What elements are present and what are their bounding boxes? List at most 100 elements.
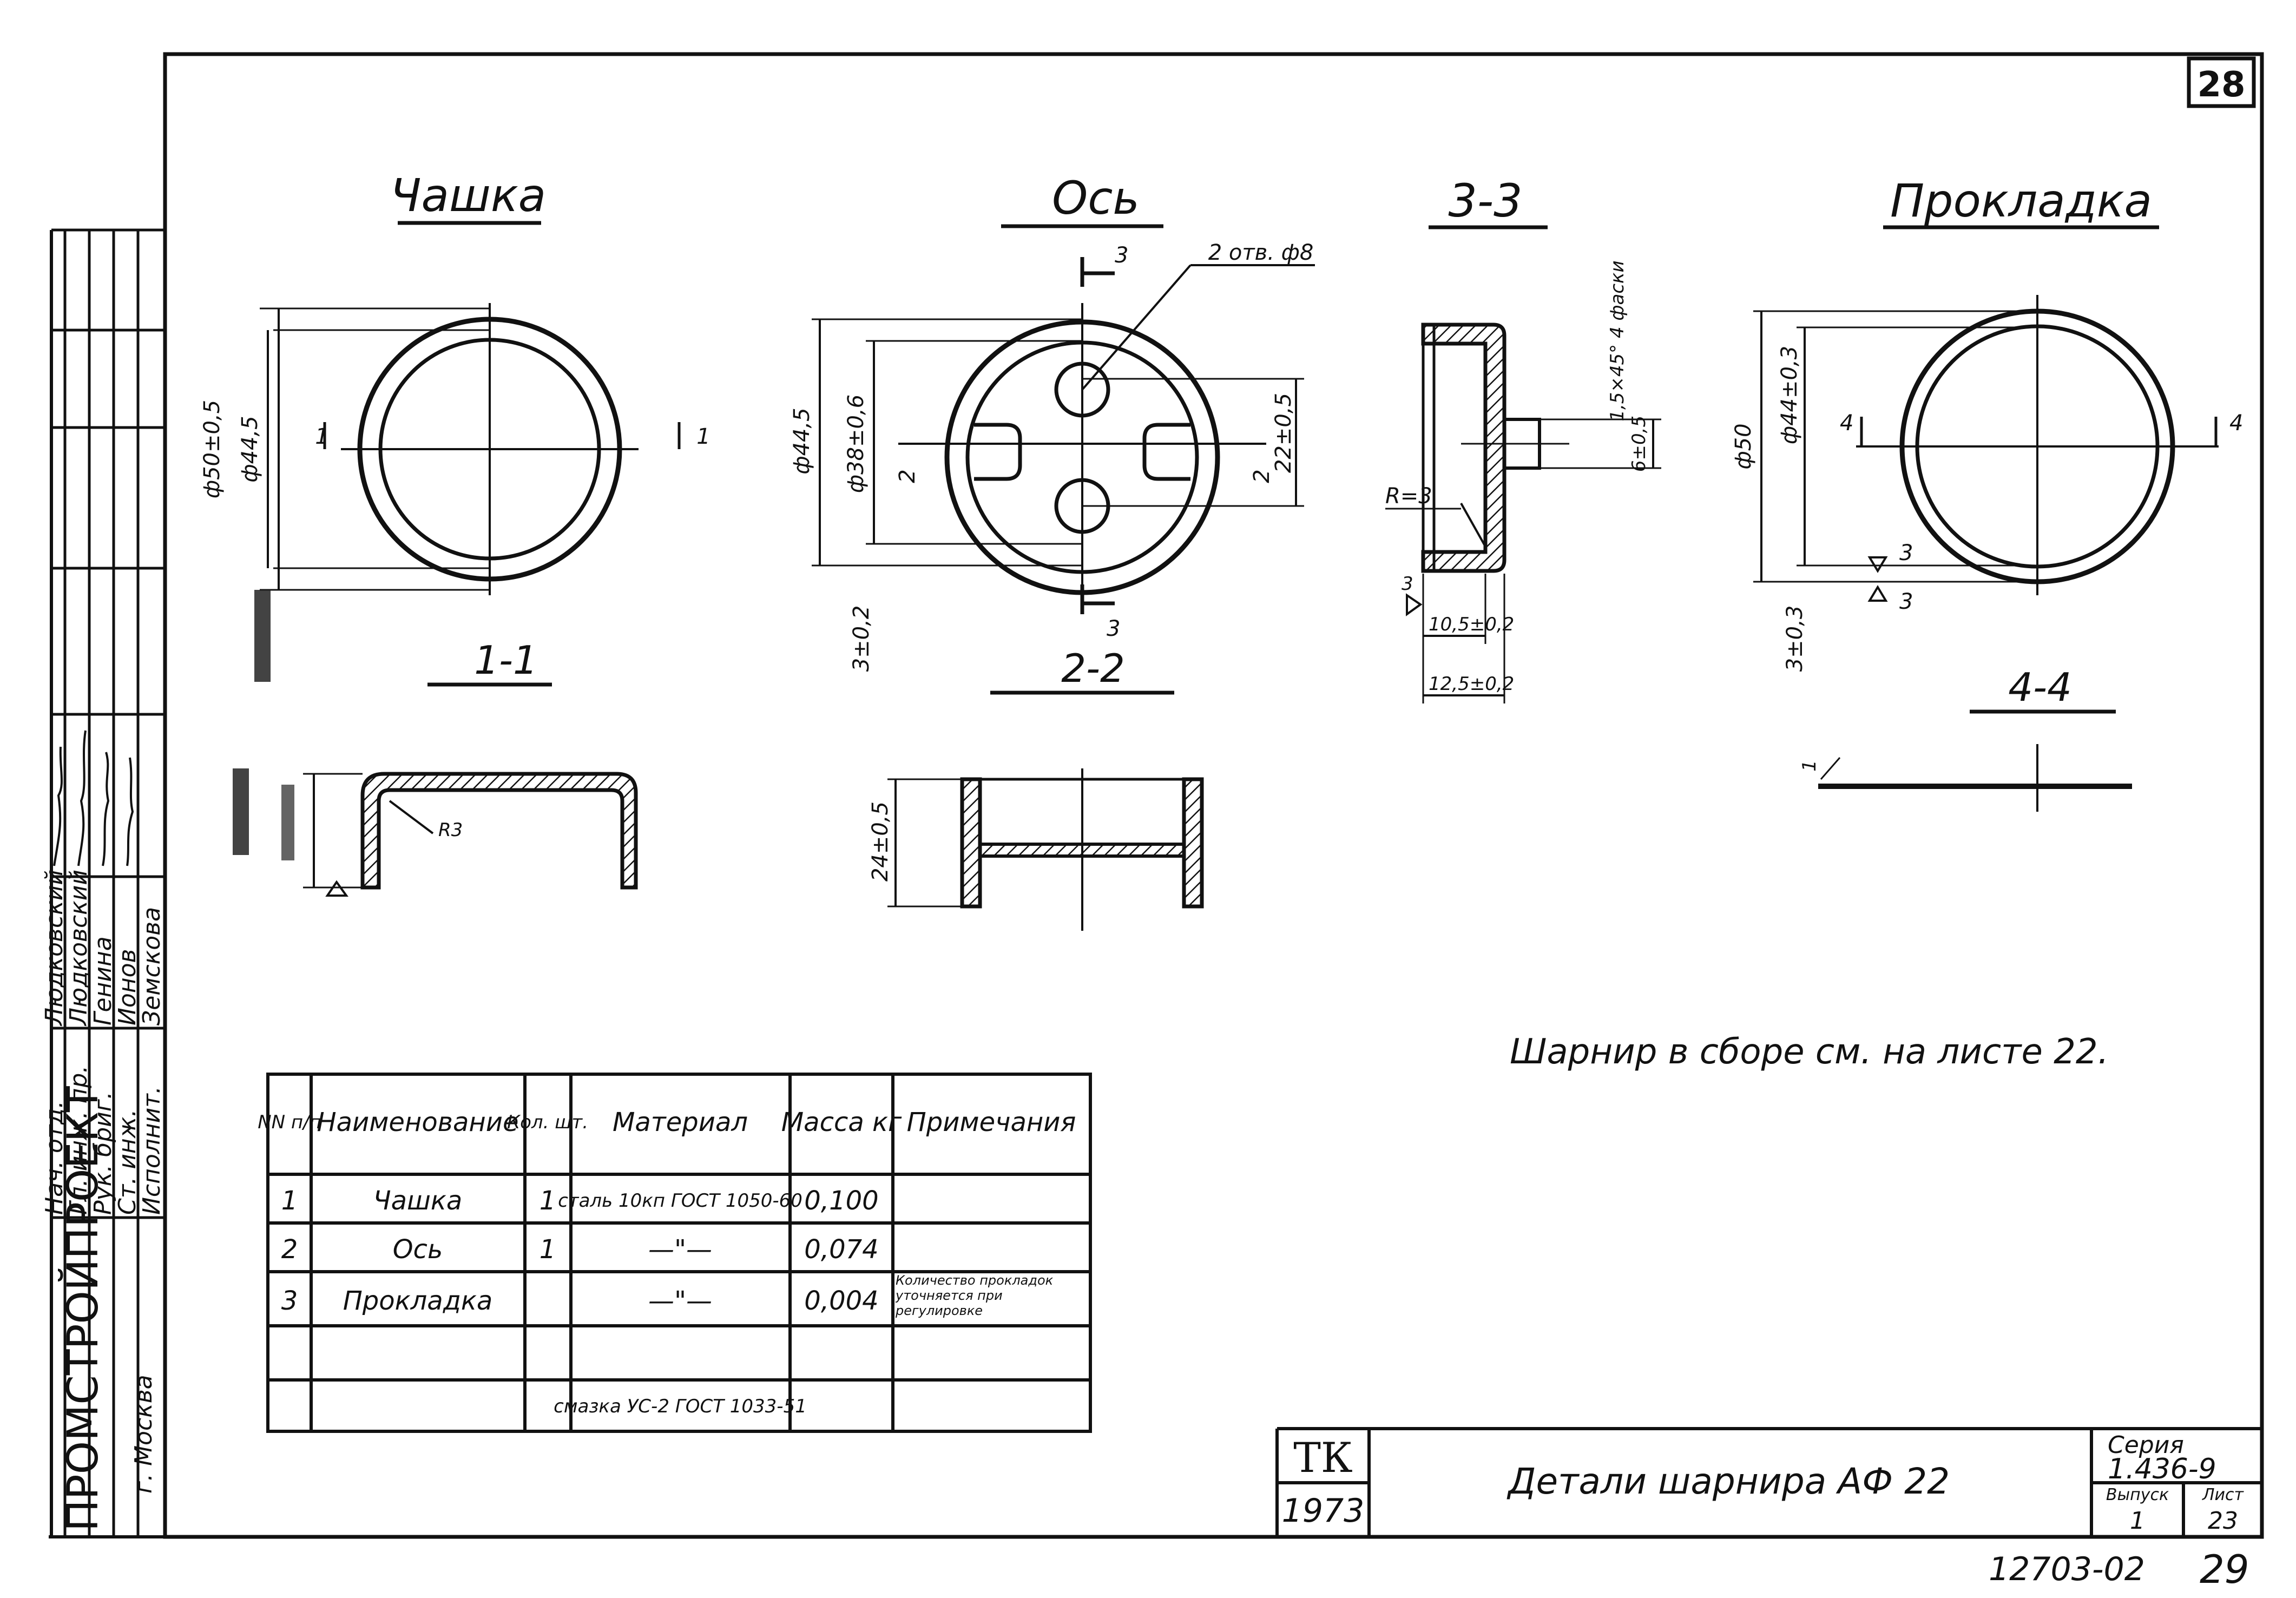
side-city: г. Москва	[130, 1375, 157, 1494]
view-gasket: Прокладка ф50 ф44±0,3 3±0,3 4 4 3 3	[1731, 174, 2243, 672]
cell-qty: 1	[540, 1186, 556, 1216]
bottom-page-number: 29	[2200, 1547, 2249, 1592]
cell-notes: Количество прокладок уточняется при регу…	[896, 1273, 1054, 1318]
gasket-dim-inner: ф44±0,3	[1777, 346, 1802, 444]
side-role-1: Нач. отд.	[41, 1101, 68, 1215]
gasket-mark-bottom: 3	[1899, 589, 1913, 614]
view-section-1-1: 1-1 R3	[233, 637, 638, 897]
stamp-tk: ТК	[1293, 1433, 1353, 1482]
th-name: Наименование	[317, 1107, 518, 1137]
spec-table	[266, 1073, 1092, 1433]
cell-num: 1	[281, 1186, 298, 1216]
table-row: смазка УС-2 ГОСТ 1033-51	[554, 1396, 807, 1417]
th-notes: Примечания	[907, 1107, 1076, 1137]
section-3-3-radius: R=3	[1385, 484, 1432, 509]
side-block	[51, 228, 165, 1537]
view-section-4-4: 4-4 1	[1799, 665, 2132, 812]
side-role-5: Исполнит.	[138, 1086, 166, 1215]
side-name-1: Людковский	[41, 870, 68, 1027]
table-row: 2 Ось 1 —"— 0,074	[281, 1234, 879, 1265]
view-section-2-2: 2-2 24±0,5	[868, 646, 1204, 931]
cell-material: сталь 10кп ГОСТ 1050-60	[558, 1190, 802, 1212]
cell-name: Прокладка	[343, 1286, 493, 1316]
axle-dim-thickness: 3±0,2	[849, 606, 874, 672]
th-mass: Масса кг	[781, 1107, 902, 1137]
axle-cut-mark-bottom: 3	[1107, 616, 1120, 641]
spec-table-header: NN п/п Наименование Кол. шт. Материал Ма…	[258, 1107, 1076, 1137]
stamp-year: 1973	[1282, 1492, 1365, 1530]
section-3-3-dim-depth2: 12,5±0,2	[1429, 673, 1514, 695]
gasket-cut-mark-right: 4	[2229, 411, 2243, 436]
view-section-1-1-title: 1-1	[474, 637, 538, 683]
cell-material: —"—	[648, 1234, 712, 1265]
side-role-3: Рук. бриг.	[89, 1091, 117, 1215]
stamp-series: 1.436-9	[2108, 1453, 2216, 1485]
view-cup-title: Чашка	[390, 169, 546, 222]
side-name-4: Ионов	[114, 949, 141, 1025]
view-section-3-3-title: 3-3	[1448, 174, 1522, 227]
page-number: 28	[2197, 65, 2245, 105]
cell-num: 3	[281, 1286, 298, 1316]
signatures	[53, 730, 134, 866]
side-role-2: Гл. инж. пр.	[65, 1066, 93, 1215]
axle-dim-outer: ф44,5	[790, 407, 814, 474]
cell-material: смазка УС-2 ГОСТ 1033-51	[554, 1396, 807, 1417]
axle-hole-top	[1054, 361, 1110, 418]
view-axle: Ось 2 отв. ф8 ф44,5 ф38±0,6 22±0,5 2 2 3…	[790, 172, 1315, 672]
th-num: NN п/п	[258, 1112, 321, 1133]
view-section-3-3: 3-3 R=3 6±0,5 1,5×45° 4 фаски 10,5±0,2 1…	[1385, 174, 1661, 703]
side-name-2: Людковский	[65, 870, 93, 1027]
cup-cut-mark-left: 1	[315, 424, 328, 449]
assembly-note: Шарнир в сборе см. на листе 22.	[1510, 1032, 2109, 1072]
cup-dim-outer: ф50±0,5	[200, 400, 225, 498]
axle-dim-lug-left: 2	[895, 469, 920, 483]
section-2-2-dim-height: 24±0,5	[868, 801, 893, 882]
cup-dim-inner: ф44,5	[238, 416, 262, 482]
table-row: 1 Чашка 1 сталь 10кп ГОСТ 1050-60 0,100	[281, 1186, 879, 1216]
axle-dim-holes: 22±0,5	[1271, 393, 1296, 473]
page-number-box: 28	[2187, 56, 2256, 108]
stamp-series-label: Серия	[2108, 1431, 2184, 1459]
th-material: Материал	[613, 1107, 748, 1137]
axle-dim-inner: ф38±0,6	[844, 394, 869, 493]
side-org: ПРОМСТРОЙПРОЕКТ	[58, 1086, 108, 1531]
stamp-title: Детали шарнира АФ 22	[1506, 1461, 1950, 1502]
view-cup: Чашка ф50±0,5 ф44,5 1 1	[200, 169, 710, 682]
section-3-3-mark: 3	[1402, 573, 1413, 595]
axle-dim-lug-right: 2	[1249, 469, 1274, 483]
view-section-2-2-title: 2-2	[1061, 646, 1125, 691]
cell-mass: 0,004	[804, 1286, 878, 1316]
view-axle-title: Ось	[1052, 172, 1140, 225]
archive-number: 12703-02	[1989, 1550, 2145, 1588]
side-name-3: Генина	[89, 936, 117, 1025]
gasket-dim-thickness: 3±0,3	[1782, 606, 1807, 672]
sheet-frame	[49, 52, 2264, 1539]
section-3-3-chamfer: 1,5×45° 4 фаски	[1607, 260, 1628, 421]
gasket-mark-top: 3	[1899, 541, 1913, 565]
axle-holes-note: 2 отв. ф8	[1208, 240, 1314, 265]
stamp-issue: 1	[2130, 1507, 2145, 1535]
cell-material: —"—	[648, 1286, 712, 1316]
stamp-sheet-label: Лист	[2202, 1485, 2245, 1504]
gasket-cut-mark-left: 4	[1840, 411, 1853, 436]
axle-cut-mark-top: 3	[1115, 243, 1128, 268]
cell-qty: 1	[540, 1234, 556, 1265]
side-name-5: Земскова	[138, 907, 166, 1025]
view-section-4-4-title: 4-4	[2008, 665, 2072, 710]
cell-num: 2	[281, 1234, 298, 1265]
stamp-sheet: 23	[2208, 1507, 2238, 1535]
section-3-3-dim-depth1: 10,5±0,2	[1429, 614, 1514, 635]
side-role-4: Ст. инж.	[114, 1109, 141, 1215]
section-1-1-radius: R3	[438, 819, 463, 841]
table-row: 3 Прокладка —"— 0,004 Количество проклад…	[281, 1273, 1054, 1318]
cell-mass: 0,100	[804, 1186, 878, 1216]
stamp-issue-label: Выпуск	[2106, 1485, 2169, 1504]
cell-name: Ось	[393, 1234, 443, 1265]
section-4-4-dim: 1	[1799, 760, 1820, 772]
cell-mass: 0,074	[804, 1234, 878, 1265]
gasket-dim-outer: ф50	[1731, 423, 1756, 469]
cup-cut-mark-right: 1	[696, 424, 710, 449]
cell-name: Чашка	[373, 1186, 463, 1216]
th-qty: Кол. шт.	[507, 1112, 588, 1133]
